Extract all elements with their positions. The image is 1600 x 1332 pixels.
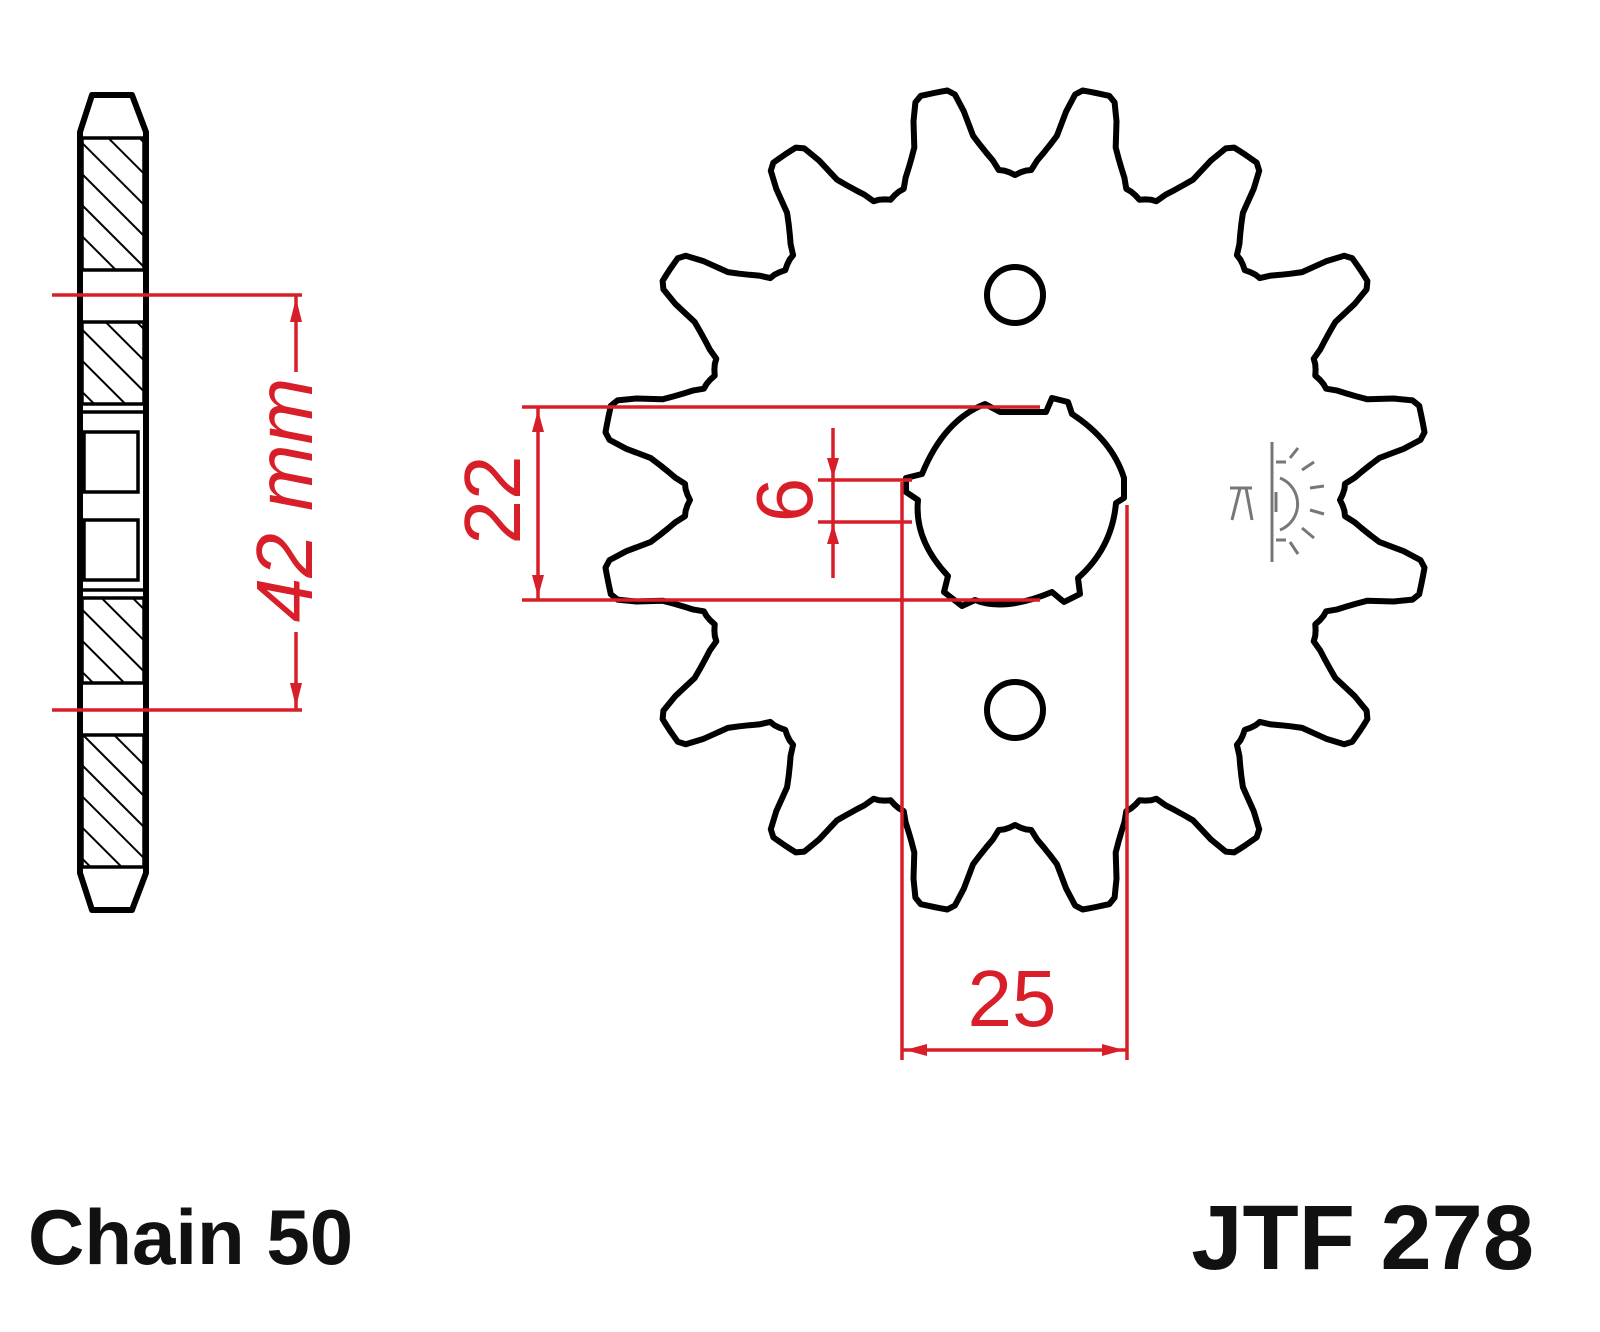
hatch-section-1 xyxy=(80,136,146,272)
side-profile xyxy=(77,92,149,913)
hatch-section-2 xyxy=(80,320,146,406)
chain-label: Chain 50 xyxy=(28,1193,354,1281)
dimension-22: 22 xyxy=(448,405,1040,602)
splined-bore xyxy=(903,395,1127,609)
part-number-label: JTF 278 xyxy=(1191,1187,1534,1289)
dimension-22-label: 22 xyxy=(448,456,537,545)
mounting-hole-bottom xyxy=(984,679,1046,741)
sprocket-outline xyxy=(602,87,1428,913)
dimension-25-label: 25 xyxy=(968,954,1057,1043)
dimension-25: 25 xyxy=(900,482,1129,1060)
mounting-hole-top xyxy=(984,264,1046,326)
dimension-42mm: 42 mm xyxy=(52,293,329,712)
dimension-6: 6 xyxy=(740,428,912,578)
sun-logo-icon xyxy=(1230,442,1325,562)
dimension-6-label: 6 xyxy=(740,478,829,523)
spline-window-1 xyxy=(82,430,140,494)
hatch-section-3 xyxy=(80,596,146,685)
spline-window-2 xyxy=(82,518,140,582)
hatch-section-4 xyxy=(80,733,146,869)
dimension-42mm-label: 42 mm xyxy=(240,378,329,623)
